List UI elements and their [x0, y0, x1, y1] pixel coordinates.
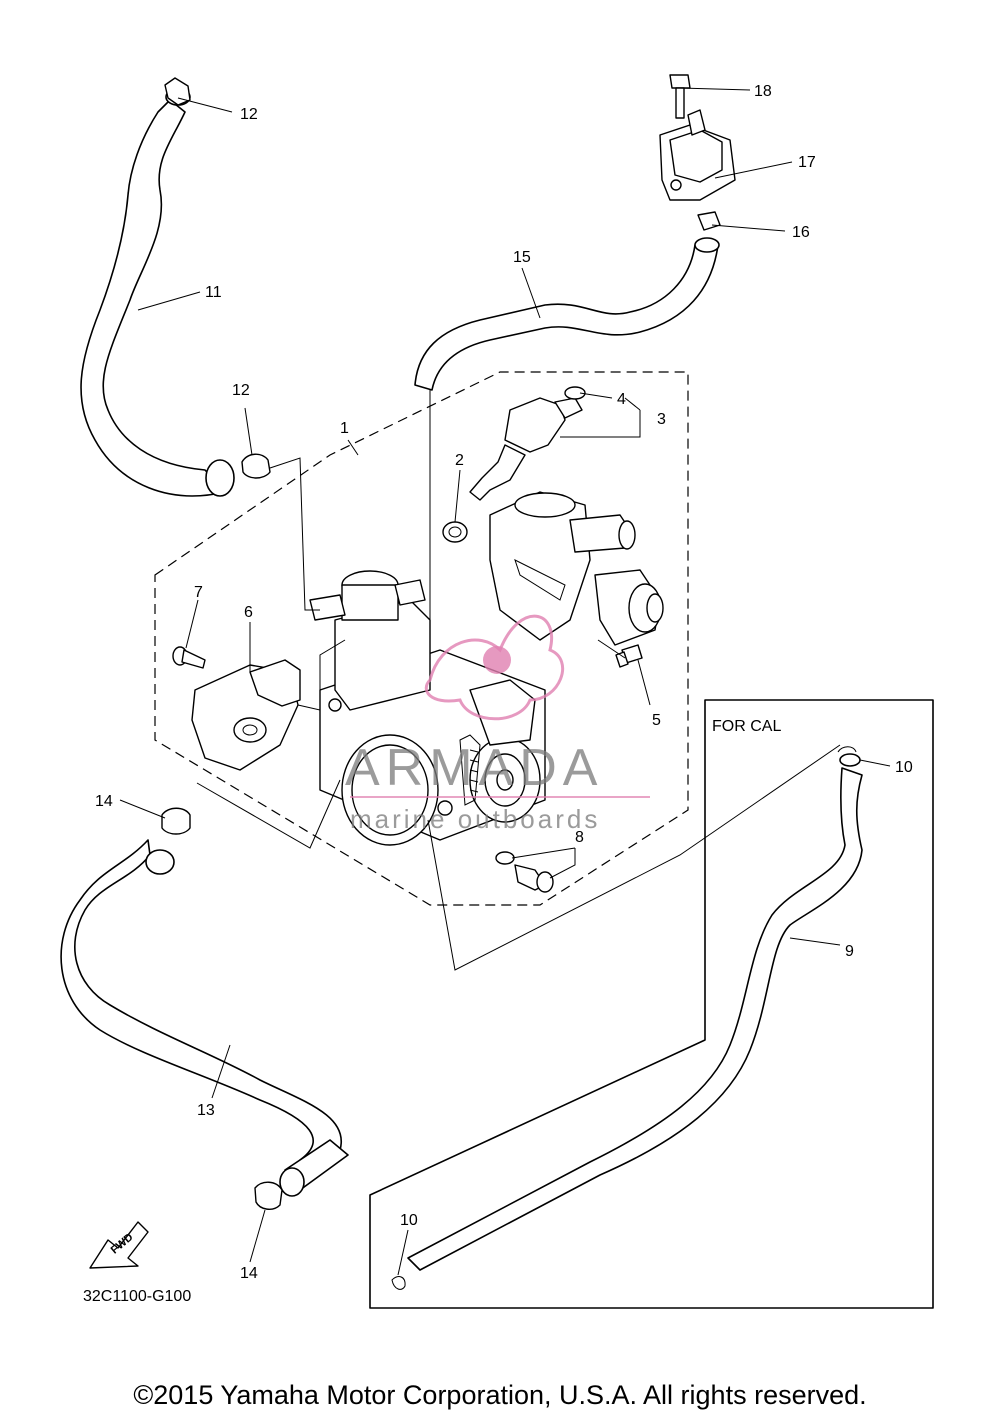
- watermark-subtitle: marine outboards: [350, 804, 600, 834]
- clamp-10-bottom: [391, 1276, 406, 1290]
- injector-3: [469, 386, 586, 501]
- callout-16: 16: [792, 224, 810, 241]
- hose-15: [414, 237, 720, 391]
- callout-5: 5: [652, 712, 661, 729]
- bolt-18: [669, 74, 691, 119]
- callout-15: 15: [513, 249, 531, 266]
- assembly-boundary-dashed: [154, 371, 689, 906]
- callout-10-top: 10: [895, 759, 913, 776]
- clamp-14-lower: [254, 1181, 283, 1210]
- callout-12-top: 12: [240, 106, 258, 123]
- throttle-position-sensor-6: [191, 659, 301, 771]
- for-cal-label: FOR CAL: [712, 718, 781, 735]
- callout-2: 2: [455, 452, 464, 469]
- callout-14-upper: 14: [95, 793, 113, 810]
- throttle-body-1: [309, 570, 546, 846]
- screw-7: [172, 646, 206, 669]
- hose-13: [60, 839, 349, 1197]
- callout-12-middle: 12: [232, 382, 250, 399]
- diagram-code: 32C1100-G100: [83, 1288, 191, 1305]
- callout-14-lower: 14: [240, 1265, 258, 1282]
- callout-17: 17: [798, 154, 816, 171]
- watermark-brand: ARMADA: [345, 739, 603, 797]
- screw-8: [495, 851, 554, 893]
- watermark-logo-mark: [424, 614, 564, 721]
- callout-10-bottom: 10: [400, 1212, 418, 1229]
- watermark-logo-dot: [483, 646, 511, 674]
- callout-8: 8: [575, 829, 584, 846]
- clamp-12-middle: [241, 453, 271, 479]
- callout-1: 1: [340, 420, 349, 437]
- screw-5: [615, 644, 643, 668]
- callout-6: 6: [244, 604, 253, 621]
- watermark: ARMADA marine outboards: [345, 614, 650, 834]
- sensor-17: [659, 109, 736, 201]
- callout-18: 18: [754, 83, 772, 100]
- callout-4: 4: [617, 391, 626, 408]
- fwd-arrow: [89, 1221, 149, 1269]
- callout-7: 7: [194, 584, 203, 601]
- callout-11: 11: [205, 284, 222, 301]
- grommet-2: [442, 521, 468, 543]
- hose-9: [407, 753, 863, 1271]
- clamp-12-top: [164, 77, 191, 106]
- clamp-14-upper: [161, 807, 191, 835]
- callout-9: 9: [845, 943, 854, 960]
- idle-air-control: [489, 491, 664, 646]
- callout-3: 3: [657, 411, 666, 428]
- for-cal-inset-box: [369, 699, 934, 1309]
- clamp-16: [697, 211, 721, 231]
- callout-13: 13: [197, 1102, 215, 1119]
- clamp-10-top: [837, 746, 857, 753]
- copyright-notice: ©2015 Yamaha Motor Corporation, U.S.A. A…: [133, 1380, 867, 1410]
- leader-lines: [119, 87, 891, 1276]
